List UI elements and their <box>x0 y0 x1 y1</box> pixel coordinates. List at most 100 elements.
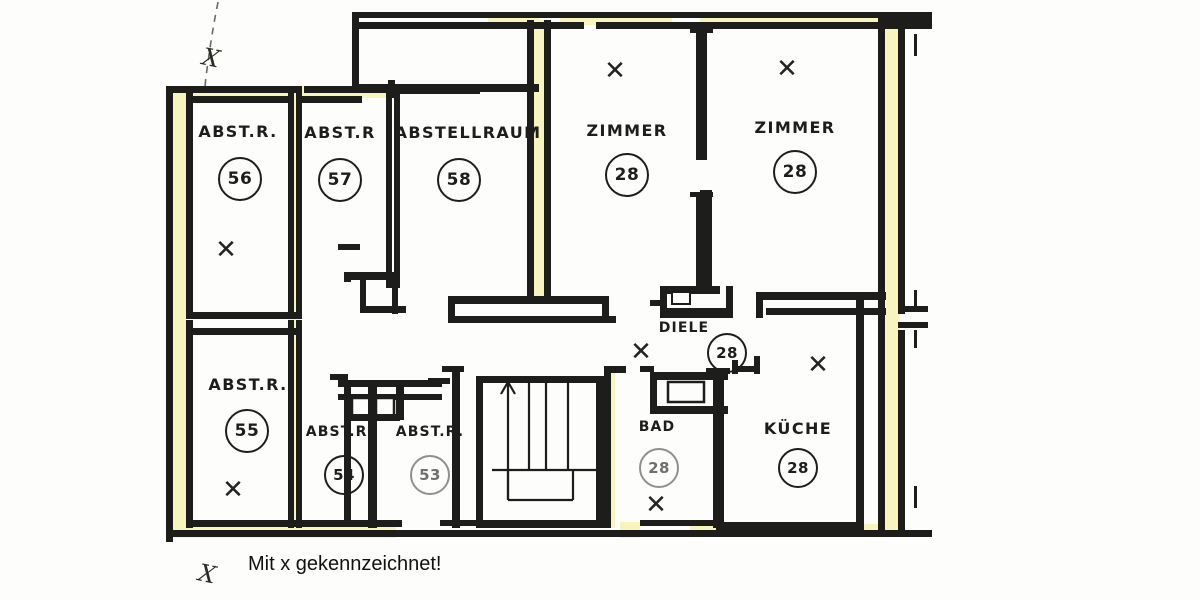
wall-57-niche-bottom <box>360 306 406 313</box>
room-number-56: 56 <box>218 157 262 201</box>
wall-stair-top <box>476 376 602 383</box>
wall-diele-pier <box>700 190 712 288</box>
wall-left-inner-lower <box>186 320 193 528</box>
wall-bottom-outer <box>166 530 932 537</box>
wall-right-outer-outer <box>898 18 905 314</box>
wall-right-top <box>878 18 932 24</box>
wall-diele-c <box>660 308 732 318</box>
wall-58-bottom-tick-r <box>602 296 609 322</box>
wall-diele-a <box>660 286 720 294</box>
wall-right-outer-inner <box>878 18 885 536</box>
wall-diele-e <box>650 300 666 306</box>
wall-right-mid-a <box>898 306 928 312</box>
wall-53-left <box>396 380 404 420</box>
wall-bottom-inner-c <box>640 520 720 526</box>
bad-fixture <box>666 380 706 404</box>
x-mark-56: ✕ <box>215 235 237 265</box>
wall-kueche-right <box>856 300 864 528</box>
room-label-zimmer-2: ZIMMER <box>754 118 836 137</box>
highlight-wall-58-zimmer <box>533 20 545 302</box>
wall-bad-bottom-niche <box>650 406 728 414</box>
room-number-53: 53 <box>410 455 450 495</box>
x-mark-55: ✕ <box>222 475 244 505</box>
wall-stair-bottom <box>476 520 604 528</box>
wall-top-outer <box>352 12 932 18</box>
x-mark-zimmer-1: ✕ <box>604 56 626 86</box>
wall-top-left-b <box>304 86 388 93</box>
wall-54-top <box>338 380 442 387</box>
wall-right-mid-b <box>898 322 928 328</box>
room-label-54: ABST.R. <box>305 424 375 440</box>
tick-right-2 <box>914 290 917 308</box>
room-label-57: ABST.R <box>304 123 376 142</box>
room-number-54: 54 <box>324 455 364 495</box>
room-label-diele: DIELE <box>658 320 710 336</box>
wall-kueche-bottom <box>716 522 864 530</box>
wall-div-zimmer <box>696 24 707 160</box>
stair-direction-arrow <box>500 379 516 500</box>
stair-arrow-head <box>500 379 516 395</box>
tick-right-3 <box>914 330 917 348</box>
x-mark-zimmer-2: ✕ <box>776 54 798 84</box>
wall-div-56-57-right <box>296 92 302 318</box>
wall-div-54-53 <box>368 386 377 528</box>
wall-top-left-a <box>166 86 302 93</box>
wall-57-niche-left <box>360 278 366 312</box>
highlight-top-wall-c <box>700 14 830 25</box>
wall-stair-right-2 <box>604 370 611 528</box>
wall-kueche-top-a <box>756 292 886 300</box>
wall-top-left-return <box>352 12 359 92</box>
wall-top-inner-left <box>352 22 584 29</box>
wall-kueche-top-b <box>766 308 886 315</box>
hand-guide-line <box>204 1 219 91</box>
wall-div-57-58-right <box>394 92 400 288</box>
room-number-kueche: 28 <box>778 448 818 488</box>
highlight-top-wall-b <box>560 14 672 25</box>
wall-div-57-58-left <box>386 92 392 288</box>
wall-div-58-zimmer-right <box>544 20 551 304</box>
wall-stair-right-cap <box>604 366 626 373</box>
wall-bottom-left-tick <box>166 530 173 542</box>
tick-right-4 <box>914 486 917 508</box>
wall-div-58-zimmer-foot <box>527 296 551 304</box>
wall-kueche-top-tick <box>756 292 763 318</box>
wall-top-inner-right <box>596 22 932 29</box>
room-number-diele: 28 <box>707 333 747 373</box>
wall-kueche-stub <box>736 366 760 372</box>
highlight-right-exterior-wall <box>884 18 900 536</box>
wall-57-niche-top <box>344 272 396 280</box>
wall-53-right <box>452 368 460 528</box>
wall-left-outer <box>166 86 173 538</box>
room-number-57: 57 <box>318 158 362 202</box>
room-label-kueche: KÜCHE <box>763 419 833 438</box>
room-number-bad: 28 <box>639 448 679 488</box>
wall-53-stub <box>428 378 450 384</box>
highlight-top-wall-a <box>488 14 540 25</box>
wall-stair-left <box>476 376 483 528</box>
wall-bad-stub <box>640 366 654 372</box>
x-mark-bad: ✕ <box>645 490 667 520</box>
wall-stair-right <box>596 376 604 528</box>
x-mark-kueche: ✕ <box>807 350 829 380</box>
room-number-55: 55 <box>225 409 269 453</box>
wall-diele-d <box>726 286 733 318</box>
hand-guide-path <box>204 1 219 91</box>
plan-caption: Mit x gekennzeichnet! <box>248 553 442 575</box>
room-number-zimmer-2: 28 <box>773 150 817 194</box>
tick-right-1 <box>914 34 917 56</box>
room-number-58: 58 <box>437 158 481 202</box>
wall-room56-top <box>186 96 290 103</box>
room-label-bad: BAD <box>638 419 676 435</box>
x-mark-diele: ✕ <box>630 337 652 367</box>
room-label-55: ABST.R. <box>208 375 288 394</box>
wall-58-bottom-tick <box>448 296 455 322</box>
wall-room55-top <box>186 328 302 335</box>
wall-room57-top <box>302 96 362 103</box>
wall-bad-top <box>650 372 728 380</box>
wall-div-55-54-right <box>296 320 302 528</box>
wall-layer <box>166 12 932 542</box>
wall-57-stub <box>338 244 360 250</box>
wall-div-zimmer-cap <box>690 28 713 33</box>
